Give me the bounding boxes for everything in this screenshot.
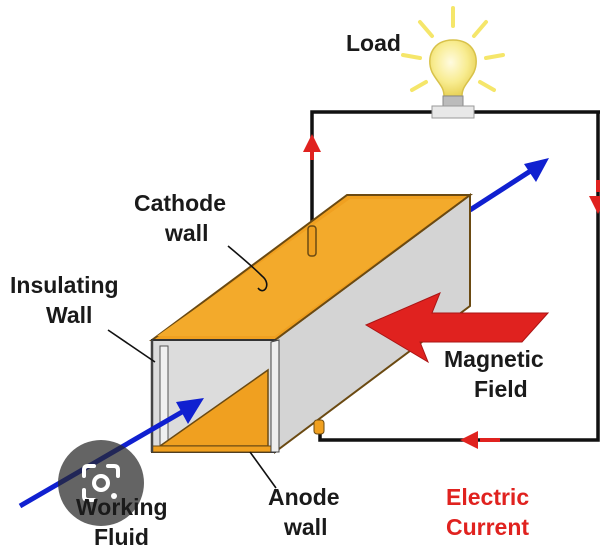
magnetic-field-label-line2: Field <box>474 376 528 402</box>
insulating-wall-leader <box>107 329 156 363</box>
magnetic-field-arrow <box>364 292 550 364</box>
electric-current-label-line1: Electric <box>446 484 530 510</box>
current-arrow-down <box>589 180 600 214</box>
working-fluid-label-line1: Working <box>76 494 168 520</box>
cathode-wall-leader <box>227 245 268 292</box>
cathode-probe <box>307 225 317 257</box>
current-arrow-left <box>460 431 500 449</box>
anode-wall-label-line1: Anode <box>268 484 340 510</box>
light-bulb-icon <box>401 6 505 119</box>
electric-current-label-line2: Current <box>446 514 530 540</box>
anode-probe <box>313 419 325 435</box>
image-search-lens-button[interactable] <box>58 440 144 526</box>
working-fluid-exit-arrow <box>468 158 549 213</box>
load-label: Load <box>346 30 401 56</box>
working-fluid-label-line2: Fluid <box>94 524 149 550</box>
insulating-wall-label-line1: Insulating <box>10 272 119 298</box>
current-arrow-up <box>303 134 321 160</box>
cathode-wall-label-line1: Cathode <box>134 190 226 216</box>
anode-wall-label-line2: wall <box>284 514 328 540</box>
anode-wall-leader <box>249 451 277 489</box>
insulating-wall-label-line2: Wall <box>46 302 93 328</box>
cathode-wall-label-line2: wall <box>165 220 209 246</box>
image-search-lens-icon <box>82 464 120 502</box>
mhd-channel <box>148 193 474 454</box>
magnetic-field-label-line1: Magnetic <box>444 346 544 372</box>
